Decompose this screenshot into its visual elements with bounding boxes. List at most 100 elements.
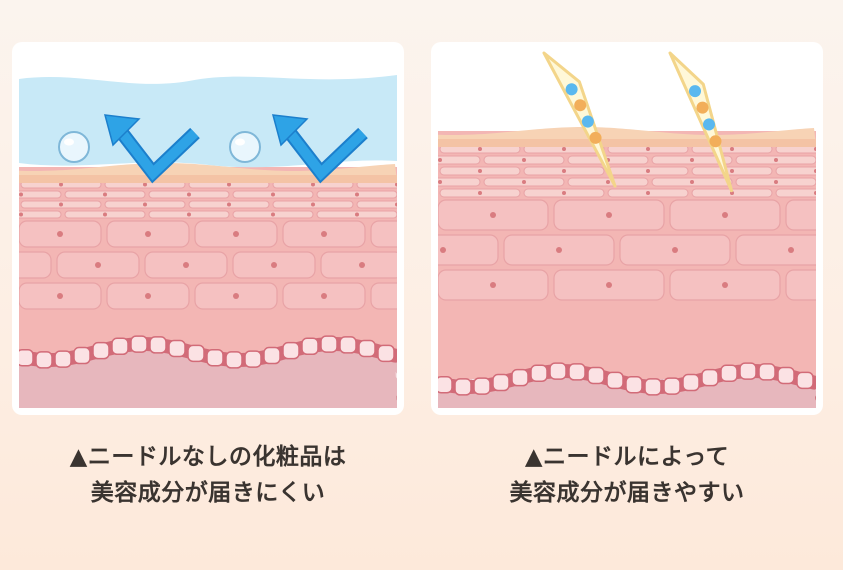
- ingredient-dot: [589, 131, 602, 144]
- cell-nucleus: [359, 262, 365, 268]
- basal-membrane: [19, 344, 397, 408]
- thin-cell: [775, 144, 816, 154]
- basal-cell: [473, 377, 491, 395]
- bubble-body: [229, 131, 261, 163]
- caption-right-line2: 美容成分が届きやすい: [509, 479, 745, 506]
- epidermal-cell: [785, 269, 816, 301]
- cell-nucleus: [59, 202, 63, 207]
- bounce-arrow-icon: [271, 114, 368, 184]
- epidermal-cell: [438, 234, 499, 266]
- basal-cell: [130, 335, 148, 353]
- basal-cell: [187, 344, 205, 363]
- basal-cell: [377, 344, 395, 363]
- cell-nucleus: [57, 293, 63, 299]
- basal-cell: [606, 371, 624, 390]
- caption-left-line1: ▲ニードルなしの化粧品は: [69, 444, 347, 470]
- cell-nucleus: [103, 212, 107, 217]
- basal-cell: [530, 364, 548, 383]
- thin-cell: [438, 155, 481, 165]
- cell-nucleus: [321, 293, 327, 299]
- basal-cell: [358, 339, 376, 358]
- caption-right-line1: ▲ニードルによって: [524, 444, 730, 470]
- epidermal-cell: [735, 234, 816, 266]
- cell-nucleus: [606, 212, 612, 218]
- cell-nucleus: [562, 147, 566, 151]
- basal-cell: [225, 351, 243, 369]
- caption-left-line2: 美容成分が届きにくい: [90, 479, 326, 506]
- cell-nucleus: [788, 247, 794, 253]
- thin-cell: [19, 210, 62, 219]
- basal-cell: [492, 373, 510, 392]
- cell-nucleus: [187, 192, 191, 197]
- cell-nucleus: [562, 191, 566, 195]
- cell-nucleus: [227, 202, 231, 207]
- cell-nucleus: [478, 147, 482, 151]
- thin-cell: [775, 166, 816, 176]
- cell-nucleus: [183, 262, 189, 268]
- microneedle-icon: [668, 51, 734, 193]
- basal-cell: [263, 346, 281, 365]
- basal-cell: [92, 341, 110, 360]
- basal-cell: [244, 350, 262, 368]
- cell-nucleus: [522, 158, 526, 162]
- panel-with-needle: [431, 42, 823, 415]
- basal-cell: [19, 348, 34, 367]
- basal-cell: [777, 366, 795, 385]
- arrow-head: [271, 114, 309, 147]
- cell-nucleus: [490, 212, 496, 218]
- basal-cell: [54, 350, 72, 368]
- arrow-shaft: [115, 125, 199, 181]
- basal-cell: [438, 375, 453, 394]
- cell-nucleus: [646, 169, 650, 173]
- ingredient-dot: [689, 85, 702, 98]
- ingredient-dot: [574, 99, 587, 112]
- cell-nucleus: [490, 282, 496, 288]
- bubble-shine: [235, 138, 245, 146]
- cell-nucleus: [774, 158, 778, 162]
- ingredient-dot: [565, 83, 578, 96]
- cell-nucleus: [395, 202, 397, 207]
- cell-nucleus: [730, 169, 734, 173]
- basal-cell: [625, 375, 643, 394]
- cell-nucleus: [478, 191, 482, 195]
- cell-nucleus: [646, 191, 650, 195]
- basal-cell: [339, 336, 357, 354]
- cell-nucleus: [814, 169, 816, 173]
- basal-cell: [682, 373, 700, 392]
- thin-cell: [356, 200, 397, 209]
- caption-without-needle: ▲ニードルなしの化粧品は 美容成分が届きにくい: [12, 440, 404, 511]
- basal-cell: [168, 339, 186, 358]
- basal-cell: [320, 335, 338, 353]
- cell-nucleus: [690, 158, 694, 162]
- cell-nucleus: [59, 182, 63, 187]
- cell-nucleus: [227, 182, 231, 187]
- cell-nucleus: [355, 192, 359, 197]
- stratum-corneum-lower: [438, 139, 816, 147]
- cell-nucleus: [19, 192, 23, 197]
- stratum-corneum-lower: [19, 175, 397, 183]
- cell-nucleus: [187, 212, 191, 217]
- cell-nucleus: [271, 192, 275, 197]
- cell-nucleus: [814, 191, 816, 195]
- cell-nucleus: [145, 293, 151, 299]
- cell-nucleus: [19, 212, 23, 217]
- cell-nucleus: [814, 147, 816, 151]
- basal-cell: [511, 368, 529, 387]
- basal-cell: [720, 364, 738, 383]
- thin-cell: [19, 190, 62, 199]
- bounce-arrow-icon: [103, 114, 200, 184]
- cell-nucleus: [355, 212, 359, 217]
- cell-nucleus: [438, 158, 442, 162]
- cell-nucleus: [774, 180, 778, 184]
- ingredient-dot: [581, 115, 594, 128]
- skin-layers: [438, 49, 816, 408]
- epidermal-cell: [785, 199, 816, 231]
- cell-nucleus: [95, 262, 101, 268]
- basal-cell: [35, 351, 53, 369]
- cell-nucleus: [606, 282, 612, 288]
- cell-nucleus: [722, 282, 728, 288]
- basal-cell: [587, 366, 605, 385]
- cell-nucleus: [395, 182, 397, 187]
- bubble-shine: [64, 138, 74, 146]
- basal-cell: [549, 362, 567, 380]
